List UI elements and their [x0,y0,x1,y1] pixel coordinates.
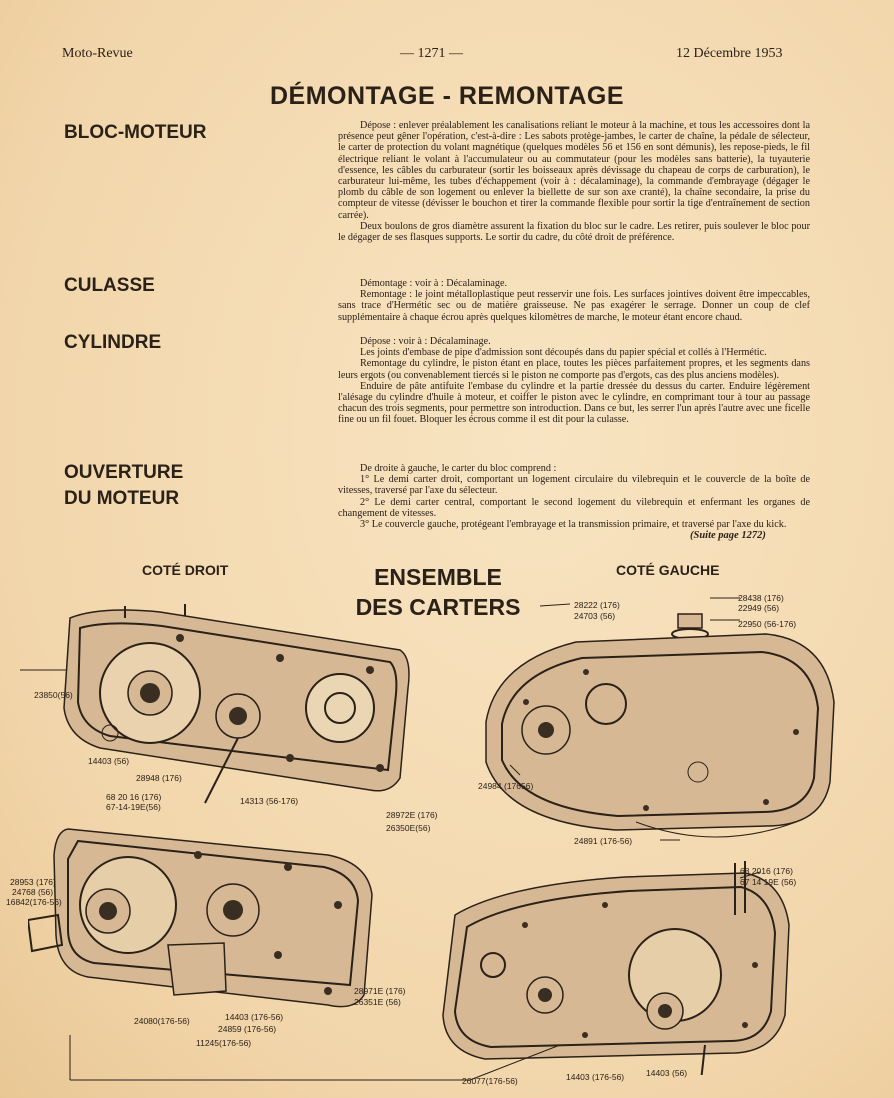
heading-culasse: CULASSE [64,275,155,296]
paragraph: 3° Le couvercle gauche, protégeant l'emb… [360,519,787,531]
heading-cylindre: CYLINDRE [64,332,162,353]
part-label: 28972E (176) [386,810,438,820]
section-bloc-moteur: Dépose : enlever préalablement les canal… [338,120,810,243]
right-half-case-drawing [63,604,410,804]
heading-bloc-moteur: BLOC-MOTEUR [64,122,207,143]
heading-line: OUVERTURE [64,462,184,483]
center-half-case-drawing [28,828,373,1008]
figure-title-center: ENSEMBLE DES CARTERS [330,562,546,622]
heading-line: DU MOTEUR [64,488,180,509]
part-label: 28971E (176) [354,986,406,996]
figure-title-right: COTÉ GAUCHE [616,562,720,578]
figure-title-line: ENSEMBLE [374,564,502,590]
paragraph: Remontage : le joint métalloplastique pe… [338,289,810,323]
part-label: 26351E (56) [354,997,401,1007]
part-label: 14403 (176-56) [566,1072,625,1082]
section-cylindre: Dépose : voir à : Décalaminage. Les join… [338,336,810,426]
paragraph: Les joints d'embase de pipe d'admission … [360,347,767,359]
page-title: DÉMONTAGE - REMONTAGE [269,82,624,110]
issue-date: 12 Décembre 1953 [676,46,783,61]
part-label: 22949 (56) [738,603,780,613]
part-label: 14403 (56) [88,756,130,766]
page-number: — 1271 — [400,46,463,61]
paragraph: Dépose : enlever préalablement les canal… [338,120,810,221]
paragraph: Enduire de pâte antifuite l'embase du cy… [338,380,810,426]
part-label: 28438 (176) [738,593,784,603]
part-label: 68 2016 (176) [740,866,793,876]
left-cover-drawing [485,613,835,838]
part-label: 14403 (56) [646,1068,688,1078]
part-label: 28953 (176) [10,877,56,887]
paragraph: De droite à gauche, le carter du bloc co… [360,463,557,474]
part-label: 28222 (176) [574,600,620,610]
part-label: 11245(176-56) [196,1038,252,1048]
part-label: 24703 (56) [574,611,616,621]
part-label: 24859 (176-56) [218,1024,277,1034]
part-label: 24768 (56) [12,887,54,897]
part-label: 28948 (176) [136,773,182,783]
leader-lines [20,597,761,1081]
heading-ouverture: OUVERTURE DU MOTEUR [64,460,183,512]
part-label: 26077(176-56) [462,1076,518,1086]
figure-title-left: COTÉ DROIT [142,562,229,578]
part-label: 24080(176-56) [134,1016,190,1026]
part-label: 23850(56) [34,690,73,700]
part-label: 24984 (17656) [478,781,534,791]
paragraph: 1° Le demi carter droit, comportant un l… [338,474,810,497]
continued-note: (Suite page 1272) [690,530,766,541]
part-label: 22950 (56-176) [738,619,797,629]
part-label: 14313 (56-176) [240,796,299,806]
part-label: 24891 (176-56) [574,836,633,846]
paragraph: Deux boulons de gros diamètre assurent l… [338,220,810,244]
magazine-name: Moto-Revue [62,46,133,61]
paragraph: Démontage : voir à : Décalaminage. [360,278,508,289]
section-ouverture: De droite à gauche, le carter du bloc co… [338,463,810,530]
section-culasse: Démontage : voir à : Décalaminage. Remon… [338,278,810,323]
part-label: 14403 (176-56) [225,1012,284,1022]
part-label: 68 20 16 (176) [106,792,162,802]
part-label: 26350E(56) [386,823,431,833]
figure-title-line: DES CARTERS [355,594,521,620]
part-label: 16842(176-56) [6,897,62,907]
paragraph: Remontage du cylindre, le piston étant e… [338,358,810,381]
paragraph: Dépose : voir à : Décalaminage. [360,336,491,347]
paragraph: 2° Le demi carter central, comportant le… [338,496,810,519]
center-case-left-side-drawing [442,861,790,1075]
part-label: 67-14-19E(56) [106,802,161,812]
part-label: 67 14 19E (56) [740,877,797,887]
